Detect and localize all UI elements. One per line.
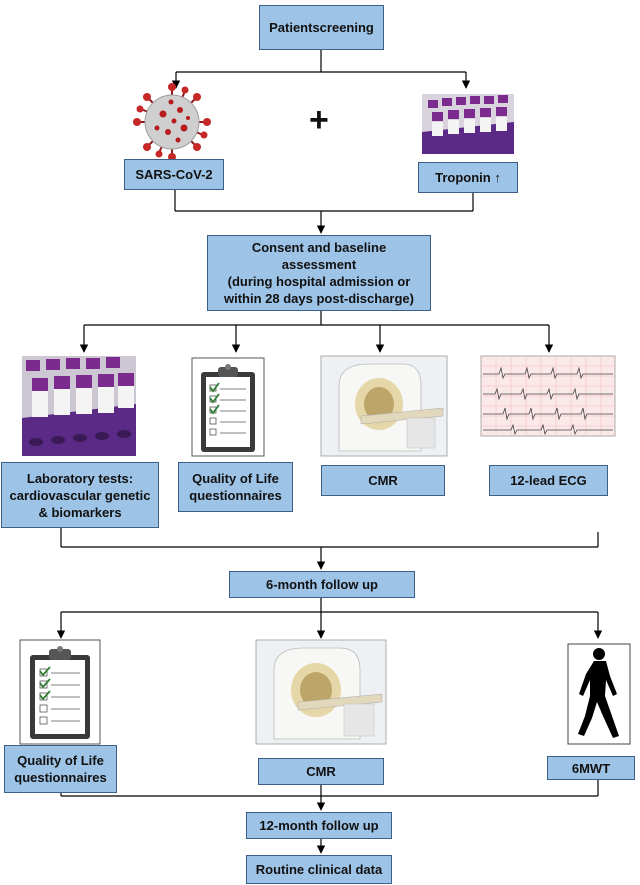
blood-sample-tubes-icon-large (22, 356, 136, 456)
cmr-6m-label: CMR (306, 764, 336, 779)
patient-screening-box: Patient screening (259, 5, 384, 50)
lab-tests-line-1: Laboratory tests: (26, 470, 134, 486)
consent-baseline-box: Consent and baseline assessment (during … (207, 235, 431, 311)
sars-cov-2-box: SARS-CoV-2 (124, 159, 224, 190)
six-mwt-box: 6MWT (547, 756, 635, 780)
clipboard-checklist-icon (191, 357, 265, 457)
connector-lines (56, 50, 603, 854)
six-month-followup-box: 6-month follow up (229, 571, 415, 598)
lab-tests-line-3: & biomarkers (38, 504, 122, 520)
troponin-label: Troponin ↑ (435, 170, 501, 185)
routine-clinical-data-label: Routine clinical data (255, 862, 383, 877)
twelve-month-followup-box: 12-month follow up (246, 812, 392, 839)
ecg-label: 12-lead ECG (510, 473, 587, 488)
patient-screening-line-1: Patient (269, 20, 313, 35)
lab-tests-line-2: cardiovascular genetic (9, 487, 151, 503)
troponin-box: Troponin ↑ (418, 162, 518, 193)
qol-6m-line-1: Quality of Life (17, 753, 104, 768)
qol-6m-line-2: questionnaires (14, 770, 107, 785)
six-month-followup-label: 6-month follow up (266, 577, 378, 592)
coronavirus-icon (133, 83, 211, 161)
clipboard-checklist-icon-6m (19, 639, 101, 745)
blood-sample-tubes-icon (422, 94, 514, 154)
consent-line-4: within 28 days post-discharge) (224, 291, 414, 306)
mri-scanner-icon (320, 355, 448, 457)
twelve-month-followup-label: 12-month follow up (259, 818, 379, 833)
routine-clinical-data-box: Routine clinical data (246, 855, 392, 884)
qol-baseline-line-1: Quality of Life (192, 471, 279, 486)
mri-scanner-icon-6m (255, 639, 387, 745)
ecg-trace-icon (480, 355, 616, 437)
qol-baseline-line-2: questionnaires (189, 488, 282, 503)
consent-line-2: assessment (281, 257, 357, 272)
six-mwt-label: 6MWT (571, 760, 611, 776)
qol-baseline-box: Quality of Life questionnaires (178, 462, 293, 512)
consent-line-1: Consent and baseline (251, 240, 387, 255)
qol-6m-box: Quality of Life questionnaires (4, 745, 117, 793)
walking-person-icon (567, 643, 631, 745)
cmr-baseline-label: CMR (368, 473, 398, 488)
patient-screening-line-2: screening (312, 20, 374, 35)
cmr-6m-box: CMR (258, 758, 384, 785)
cmr-baseline-box: CMR (321, 465, 445, 496)
ecg-box: 12-lead ECG (489, 465, 608, 496)
consent-line-3: (during hospital admission or (227, 274, 411, 289)
laboratory-tests-box: Laboratory tests: cardiovascular genetic… (1, 462, 159, 528)
plus-sign: + (309, 101, 329, 139)
sars-cov-2-label: SARS-CoV-2 (135, 167, 213, 182)
